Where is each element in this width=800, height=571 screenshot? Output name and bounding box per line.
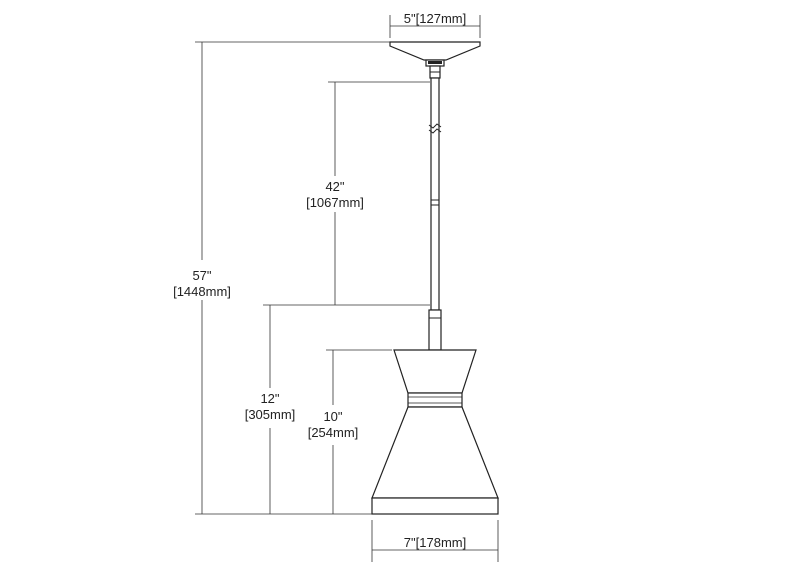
shade-height-imperial: 10" — [323, 409, 342, 424]
pendant-lamp-drawing — [371, 41, 499, 515]
fixture-height-metric: [305mm] — [245, 407, 296, 422]
stem-length-metric: [1067mm] — [306, 195, 364, 210]
ceiling-canopy — [389, 41, 481, 61]
shade-height-metric: [254mm] — [308, 425, 359, 440]
stem-break-symbol — [428, 123, 442, 134]
downrod-stem — [430, 77, 440, 311]
canopy-nut-dark — [428, 61, 442, 64]
shade-lower-cone — [371, 406, 499, 499]
stem-coupler — [428, 309, 442, 351]
stem-length-imperial: 42" — [325, 179, 344, 194]
shade-band — [407, 392, 463, 408]
shade-width-label: 7"[178mm] — [404, 535, 466, 550]
dimension-lines — [195, 15, 499, 562]
fixture-height-imperial: 12" — [260, 391, 279, 406]
overall-height-metric: [1448mm] — [173, 284, 231, 299]
overall-height-imperial: 57" — [192, 268, 211, 283]
dimension-labels: 5"[127mm] 57" [1448mm] 42" [1067mm] 12" … — [173, 11, 466, 550]
shade-upper-cone — [393, 349, 477, 394]
shade-rim — [371, 497, 499, 515]
canopy-width-label: 5"[127mm] — [404, 11, 466, 26]
